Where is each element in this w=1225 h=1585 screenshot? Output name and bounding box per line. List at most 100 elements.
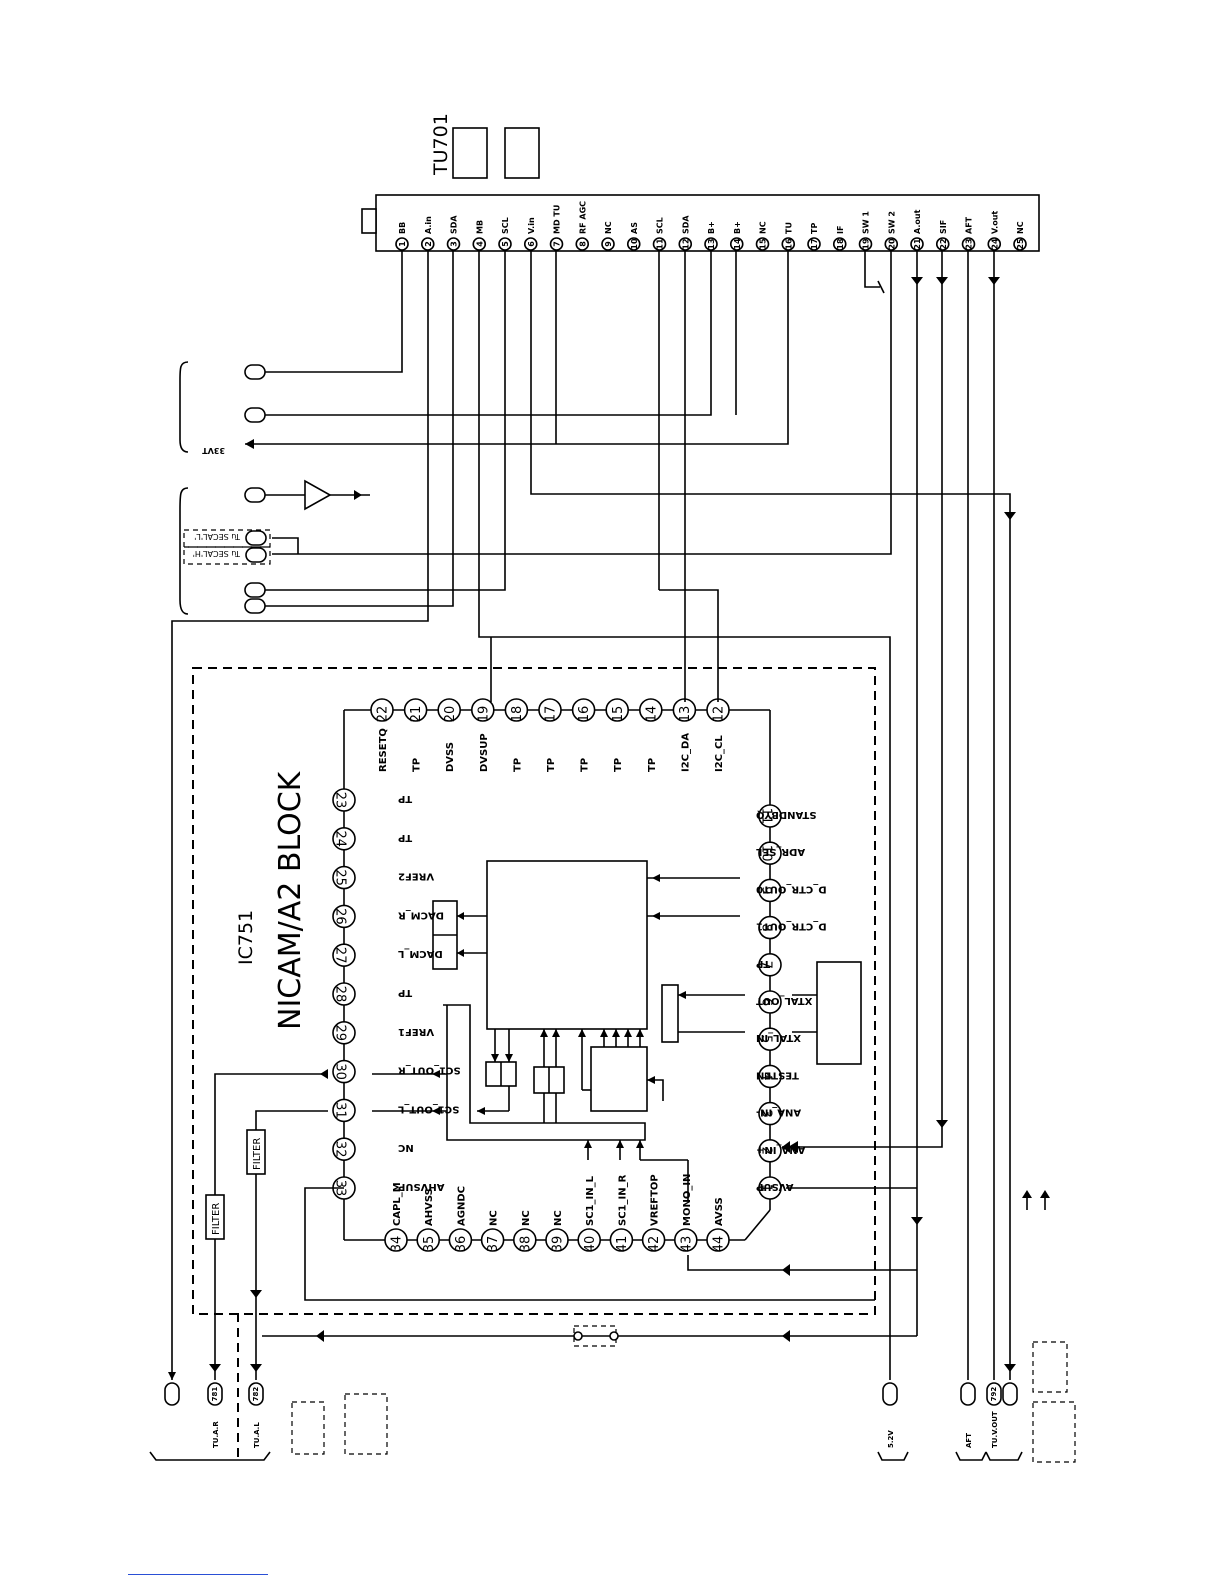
tuner-pin-2: 2A.in: [420, 216, 435, 251]
tuner-pin-6: 6V.in: [523, 217, 538, 251]
tuner-pin-label: V.out: [990, 211, 999, 234]
filter-l: FILTER: [246, 1129, 266, 1175]
tuner-pin-number: 22: [939, 238, 948, 249]
ic-pin-label: TP: [613, 758, 624, 772]
tuner-pin-label: SDA: [450, 215, 459, 234]
ic-pin-number: 21: [409, 706, 424, 723]
tuner-pin-number: 21: [913, 238, 922, 250]
ic-pin-number: 27: [332, 947, 347, 964]
tuner-pin-number: 17: [810, 238, 819, 249]
ic-pin-number: 7: [758, 961, 773, 969]
tuner-pin-label: NC: [759, 221, 768, 234]
label-33vt: 33VT: [202, 446, 225, 455]
ic-pin-number: 35: [422, 1236, 437, 1253]
wiring: [149, 251, 1076, 1463]
ic-pin-label: SC1_OUT_R: [398, 1065, 461, 1076]
ic-pin-number: 3: [758, 1109, 773, 1117]
ic-pin-label: AVSS: [714, 1197, 725, 1226]
ic-pin-label: SC1_IN_L: [585, 1175, 596, 1226]
tuner-pin-number: 12: [681, 238, 690, 249]
ic-pin-label: ADR_SEL: [755, 846, 805, 857]
tuner-pin-label: B+: [733, 221, 742, 234]
ic-pin-number: 22: [376, 706, 391, 723]
tuner-pin-9: 9NC: [601, 221, 615, 251]
ic-ref: IC751: [235, 910, 257, 965]
ic-pin-label: STANDBYQ: [756, 809, 816, 820]
ic-pin-label: AHVSUP: [398, 1181, 445, 1192]
ic-pin-number: 28: [332, 986, 347, 1003]
tuner-pin-4: 4MB: [472, 220, 487, 251]
tuner-pin-11: 11 SCL: [652, 217, 667, 251]
tuner-pin-label: BB: [398, 222, 407, 234]
ic-pin-label: MONO_IN: [682, 1174, 693, 1226]
ic-pin-number: 17: [544, 706, 559, 723]
tuner-pin-label: SIF: [939, 220, 948, 234]
tuner-pin-number: 23: [965, 238, 974, 249]
ic-pin-number: 2: [758, 1147, 773, 1155]
ic-pin-label: TESTEN: [756, 1069, 799, 1080]
tuner-pin-number: 11: [656, 238, 665, 250]
bottom-connector-label: TU.A.L: [253, 1422, 261, 1448]
ic-pin-number: 12: [712, 706, 727, 723]
tuner-pin-label: MB: [475, 220, 484, 234]
ic-pin-label: TP: [398, 832, 412, 843]
tuner-ref: TU701: [430, 113, 452, 176]
ic-pin-label: VREF2: [398, 871, 434, 882]
ic-pin-number: 41: [615, 1236, 630, 1253]
tuner-pin-label: V.in: [527, 217, 536, 234]
tuner-pin-number: 19: [862, 238, 871, 250]
tuner-pin-14: 14B+: [729, 221, 744, 251]
ic-pin-label: NC: [553, 1210, 564, 1226]
ic-pin-label: DACM_L: [397, 948, 442, 959]
tuner-pin-label: NC: [1016, 221, 1025, 234]
ic-pin-label: SC1_IN_R: [617, 1174, 628, 1226]
ic-pin-label: DACM_R: [398, 909, 444, 920]
ic-pin-label: NC: [521, 1210, 532, 1226]
label-tu-secam-2: Tu SECAL'H': [193, 549, 241, 558]
ic-pin-label: TP: [580, 758, 591, 772]
tuner-pin-1: 1BB: [395, 222, 409, 251]
bottom-connector-label: TU.V.OUT: [991, 1411, 999, 1448]
ic-pin-number: 42: [647, 1236, 662, 1253]
ic-pin-label: TP: [398, 987, 412, 998]
bottom-connector-number: 792: [990, 1387, 998, 1402]
ic-pin-label: TP: [412, 758, 423, 772]
ic-pin-number: 20: [443, 706, 458, 723]
ic-pin-label: TP: [512, 758, 523, 772]
tuner-pin-label: A.in: [424, 216, 433, 234]
tuner-pin-21: 21A.out: [910, 209, 924, 251]
tuner-pin-label: SCL: [656, 217, 665, 234]
crystal-block: [816, 961, 862, 1065]
ic-pin-number: 31: [332, 1102, 347, 1119]
tuner-pin-number: 5: [501, 241, 510, 247]
ic-pin-9: 9D_CTR_OUT0: [756, 878, 827, 903]
filter-r: FILTER: [205, 1194, 225, 1240]
ic-pin-number: 37: [486, 1236, 501, 1253]
ic-pin-label: AVSUP: [756, 1181, 793, 1192]
ic-pin-label: XTAL_IN: [756, 1032, 801, 1043]
ic-pin-label: XTAL_OUT: [756, 995, 812, 1006]
tuner-pin-label: SW 2: [887, 211, 896, 234]
